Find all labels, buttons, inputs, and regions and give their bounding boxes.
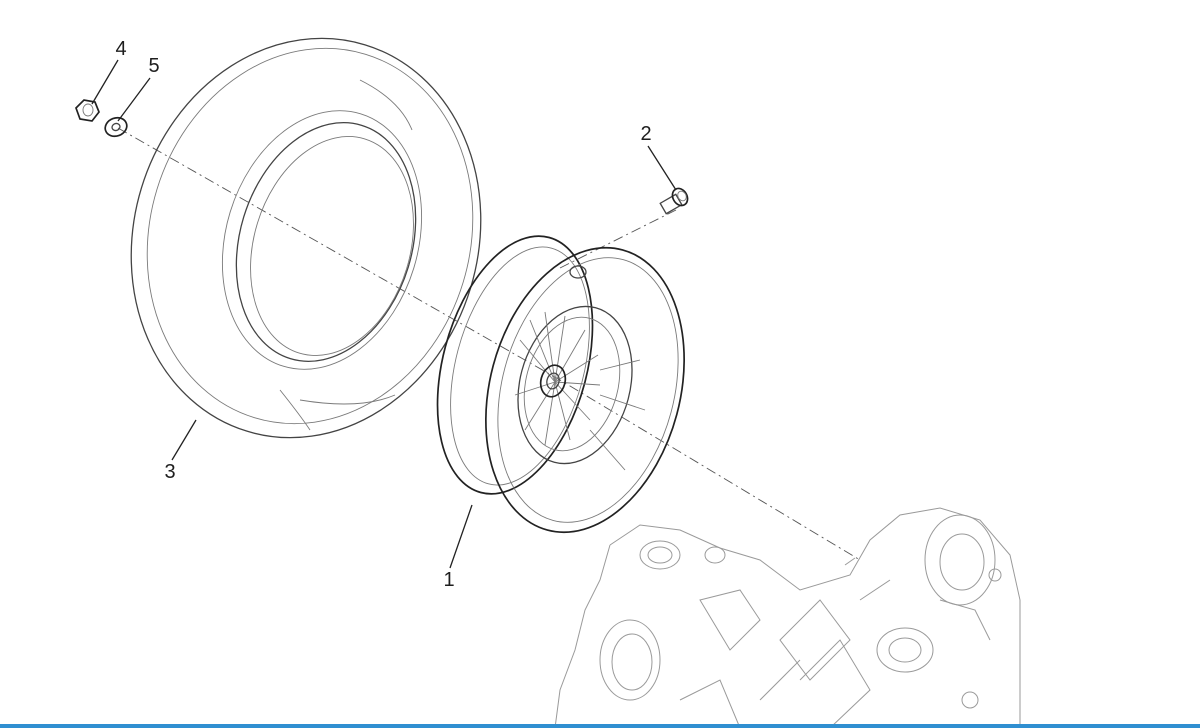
- engine-casing-ghost: [554, 507, 1021, 728]
- window-bottom-edge: [0, 724, 1200, 728]
- callout-3: 3: [164, 461, 175, 483]
- callout-2: 2: [640, 123, 651, 145]
- washer-part[interactable]: [103, 115, 130, 139]
- nut-part[interactable]: [75, 99, 100, 122]
- rim-spokes: [514, 311, 646, 471]
- callout-1: 1: [443, 569, 454, 591]
- leader-lines: [91, 59, 677, 569]
- rim-part[interactable]: [411, 219, 714, 555]
- callout-4: 4: [115, 38, 126, 60]
- center-axis: [117, 127, 861, 561]
- callout-5: 5: [148, 55, 159, 77]
